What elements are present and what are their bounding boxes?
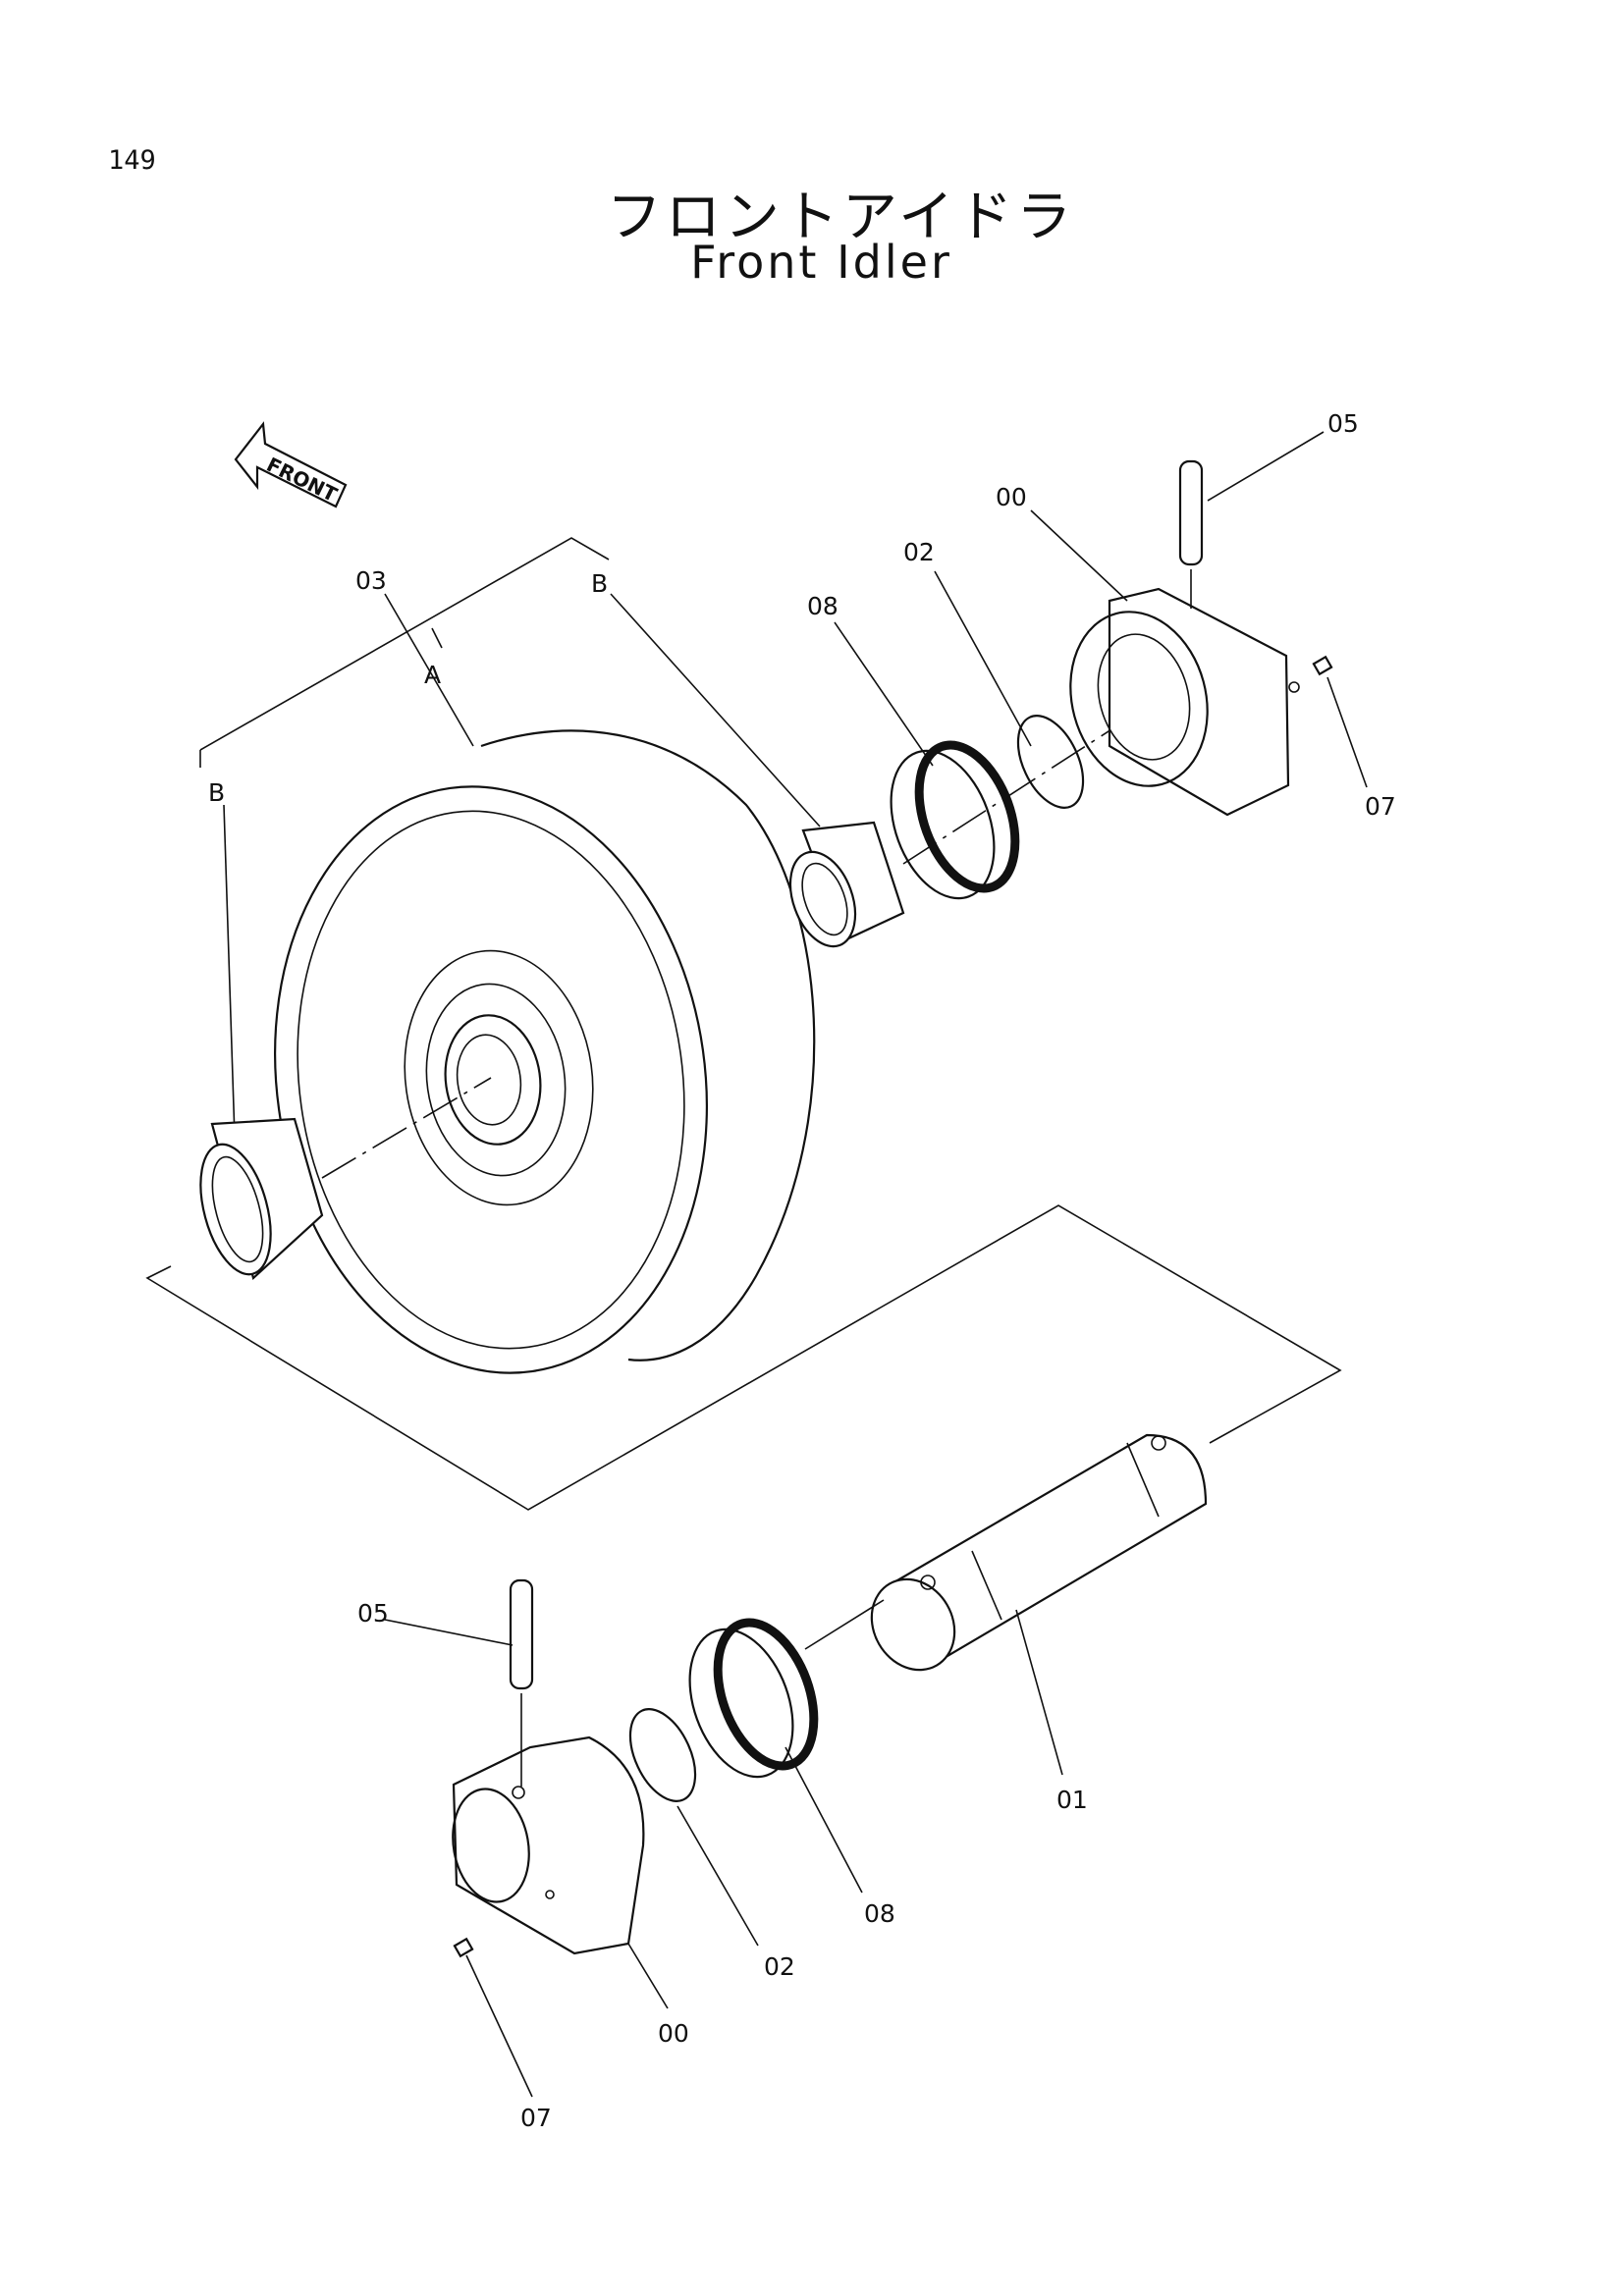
pin-05-bottom xyxy=(509,1578,534,1787)
callout-02-top: 02 xyxy=(903,538,935,566)
seal-08-bottom xyxy=(688,1618,819,1779)
screw-07-bottom xyxy=(453,1937,474,1958)
pin-05-top xyxy=(1178,459,1204,609)
callout-07-bottom: 07 xyxy=(520,2104,552,2132)
leader-lines xyxy=(384,431,1368,2098)
callout-00-bottom: 00 xyxy=(658,2019,689,2048)
shaft-01 xyxy=(804,1433,1208,1672)
callout-A: A xyxy=(424,661,441,689)
callout-labels: 05 00 02 08 07 03 A B B 05 01 08 02 00 0… xyxy=(208,409,1396,2132)
callout-08-top: 08 xyxy=(807,592,839,620)
callout-03: 03 xyxy=(355,566,387,595)
o-ring-02-top xyxy=(1016,715,1085,809)
callout-05-top: 05 xyxy=(1327,409,1359,438)
front-arrow-icon: FRONT xyxy=(234,421,348,508)
callout-01: 01 xyxy=(1056,1786,1088,1814)
title-japanese: フロントアイドラ xyxy=(606,186,1076,249)
callout-02-bottom: 02 xyxy=(764,1952,795,1981)
bracket-00-top xyxy=(1069,587,1300,817)
callout-B-left: B xyxy=(208,778,225,807)
page-number: 149 xyxy=(108,145,156,176)
bushing-right xyxy=(788,711,1140,948)
grouping-outline xyxy=(145,1204,1342,1511)
idler-wheel xyxy=(274,729,816,1374)
screw-07-top xyxy=(1312,655,1333,676)
callout-05-bottom: 05 xyxy=(357,1599,389,1628)
callout-08-bottom: 08 xyxy=(864,1899,895,1928)
callout-B-top: B xyxy=(591,569,608,598)
title-english: Front Idler xyxy=(690,236,952,289)
front-arrow-label: FRONT xyxy=(263,453,342,507)
callout-07-top: 07 xyxy=(1365,792,1396,821)
o-ring-02-bottom xyxy=(628,1708,697,1802)
seal-08-top xyxy=(890,740,1020,900)
bushing-left xyxy=(199,1077,492,1281)
callout-00-top: 00 xyxy=(996,483,1027,511)
assembly-bracket-lines xyxy=(199,537,821,1169)
bracket-00-bottom xyxy=(452,1735,645,1955)
